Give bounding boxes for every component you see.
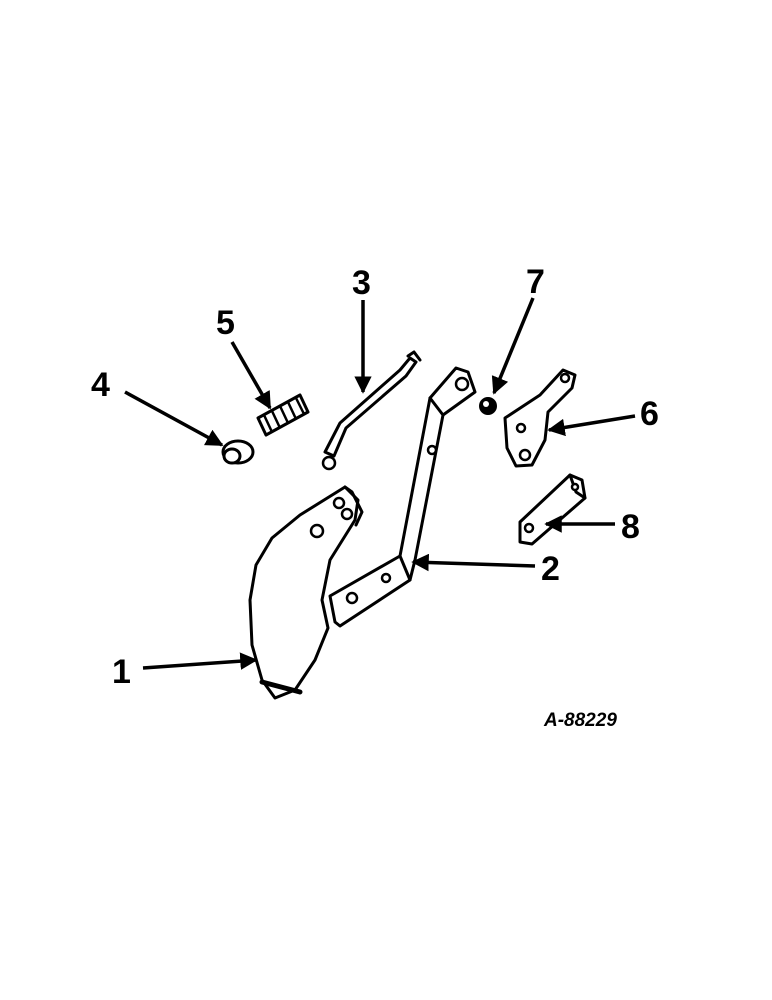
callout-8: 8 (621, 508, 640, 546)
leader-1 (142, 652, 258, 670)
callout-2: 2 (541, 550, 560, 588)
part-5-spring (256, 393, 310, 437)
leader-4 (124, 390, 224, 447)
part-6-small-bracket (503, 368, 577, 468)
leader-2 (411, 553, 536, 572)
part-3-rod (321, 350, 422, 471)
callout-3: 3 (352, 264, 371, 302)
part-1-blade (248, 485, 364, 700)
part-8-plate (518, 473, 587, 546)
callout-6: 6 (640, 395, 659, 433)
callout-5: 5 (216, 304, 235, 342)
leader-7 (491, 297, 535, 395)
callout-1: 1 (112, 653, 131, 691)
part-4-cap (221, 439, 255, 465)
leader-5 (230, 341, 272, 410)
part-7-nut (479, 397, 497, 415)
drawing-number: A-88229 (543, 710, 617, 731)
callout-7: 7 (526, 263, 545, 301)
leader-6 (547, 414, 636, 437)
callout-4: 4 (91, 366, 110, 404)
part-2-bracket-arm (328, 366, 477, 628)
